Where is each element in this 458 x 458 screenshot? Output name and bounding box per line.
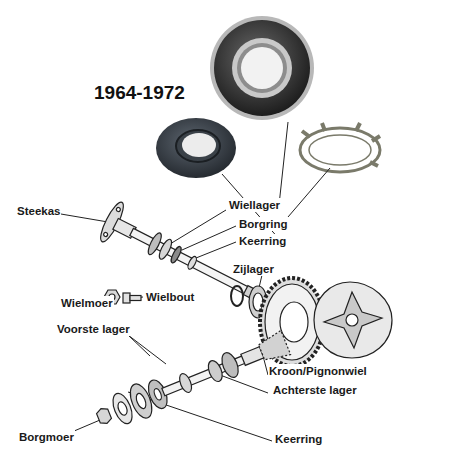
differential-housing [314,282,392,358]
part-label: Keerring [274,432,323,446]
part-label: Steekas [16,204,61,218]
pinion-assembly [92,326,293,435]
title: 1964-1972 [94,82,185,104]
part-label: Borgmoer [18,430,75,444]
part-label: Voorste lager [56,322,131,336]
part-label: Achterste lager [272,383,358,397]
part-label: Zijlager [232,262,275,276]
lock-washer [300,123,380,172]
bearing-photo [210,16,314,120]
part-label: Wielmoer [60,296,114,310]
seal-photo [156,118,236,178]
part-label: Wiellager [228,198,281,212]
part-label: Borgring [238,217,289,231]
part-label: Wielbout [145,290,195,304]
wheel-bolt [123,293,141,303]
part-label: Keerring [238,234,287,248]
part-label: Kroon/Pignonwiel [268,364,368,378]
